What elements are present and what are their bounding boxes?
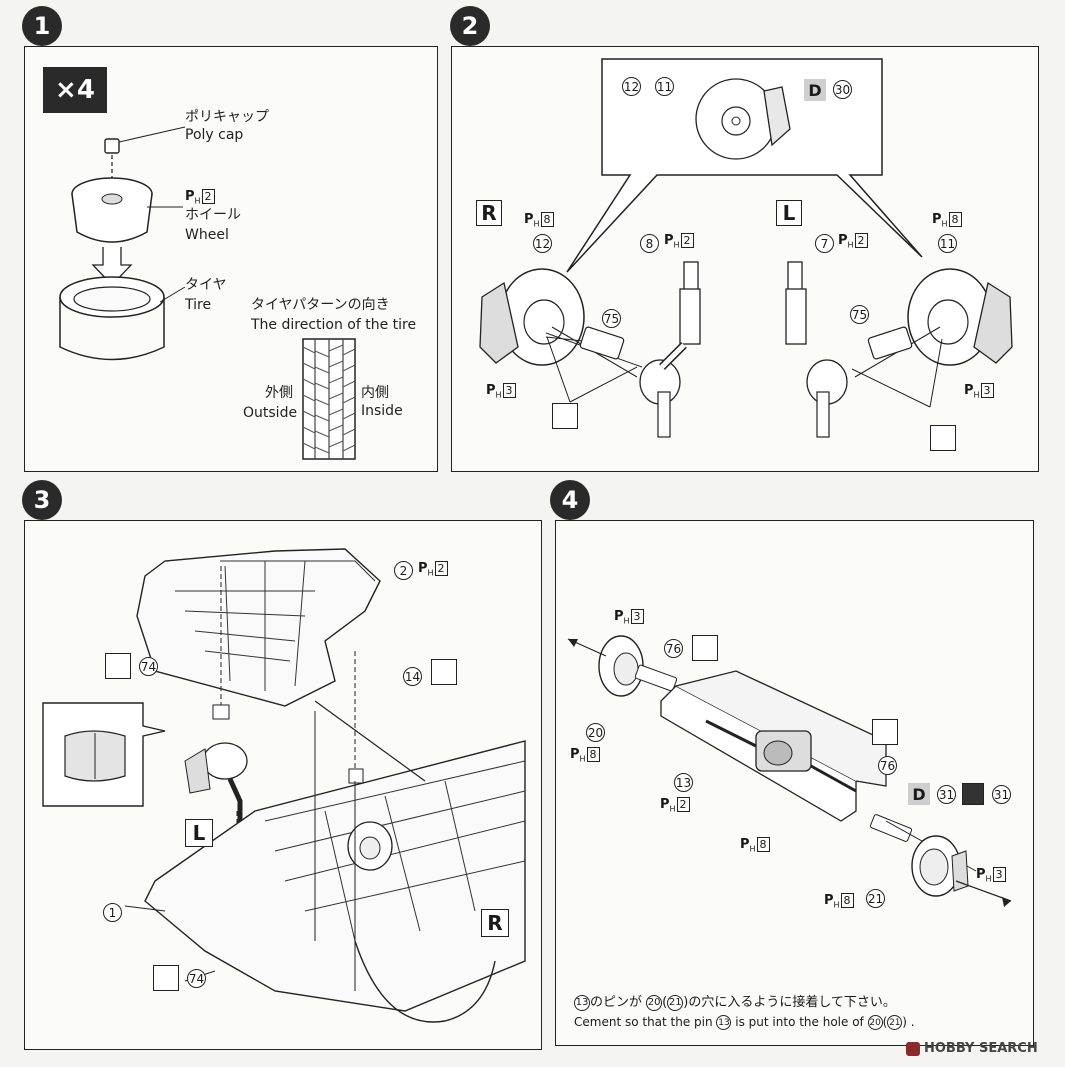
part-74-top: 74: [139, 657, 158, 676]
rear-axle-drawing: [567, 635, 1012, 907]
part-11-detail: 11: [655, 77, 674, 96]
step-3-number: 3: [22, 480, 62, 520]
step-2-number: 2: [450, 6, 490, 46]
step-4-number: 4: [550, 480, 590, 520]
inside-label-en: Inside: [361, 403, 403, 419]
left-side-tag: L: [776, 200, 802, 226]
part-31-alt: 31: [992, 785, 1011, 804]
l-part-75: 75: [850, 305, 869, 324]
l-part-7: 7: [815, 234, 834, 253]
glue-icon: [153, 965, 179, 991]
chassis-assembly-drawing: [42, 548, 526, 1023]
right-side-tag: R: [481, 909, 509, 937]
part-13: 13: [674, 773, 693, 792]
part-1: 1: [103, 903, 122, 922]
l-part-11: 11: [938, 234, 957, 253]
glue-icon: [431, 659, 457, 685]
r-part-75: 75: [602, 309, 621, 328]
r-part-12: 12: [533, 234, 552, 253]
inside-label-jp: 内側: [361, 385, 389, 401]
hobby-search-watermark: HOBBY SEARCH: [906, 1041, 1038, 1056]
outside-label-jp: 外側: [265, 385, 293, 401]
part-76-right: 76: [878, 756, 897, 775]
part-76-top: 76: [664, 639, 683, 658]
part-30: 30: [833, 80, 852, 99]
left-side-tag: L: [185, 819, 213, 847]
parts-tree-d: D: [908, 783, 930, 805]
tire-direction-en: The direction of the tire: [251, 317, 417, 333]
brake-assembly-drawing: [479, 58, 1013, 438]
bowtie-icon: [962, 783, 984, 805]
glue-icon: [105, 653, 131, 679]
glue-icon: [872, 719, 898, 745]
part-12-detail: 12: [622, 77, 641, 96]
instruction-note-en: Cement so that the pin 13 is put into th…: [574, 1015, 915, 1030]
r-part-8: 8: [640, 234, 659, 253]
quantity-badge: ×4: [43, 67, 107, 113]
tire-direction-jp: タイヤパターンの向き: [251, 297, 390, 313]
tire-label-jp: タイヤ: [185, 277, 227, 293]
right-side-tag: R: [476, 200, 502, 226]
wheel-label-en: Wheel: [185, 227, 229, 243]
part-2: 2: [394, 561, 413, 580]
glue-icon: [552, 403, 578, 429]
polycap-label-jp: ポリキャップ: [185, 109, 269, 125]
glue-icon: [930, 425, 956, 451]
parts-tree-d: D: [804, 79, 826, 101]
part-14: 14: [403, 667, 422, 686]
wheel-assembly-drawing: [59, 126, 356, 460]
polycap-label-en: Poly cap: [185, 127, 244, 143]
step-1-number: 1: [22, 6, 62, 46]
wheel-label-jp: ホイール: [185, 207, 241, 223]
logo-icon: [906, 1041, 920, 1056]
tire-label-en: Tire: [185, 297, 212, 313]
outside-label-en: Outside: [243, 405, 298, 421]
part-31: 31: [937, 785, 956, 804]
glue-icon: [692, 635, 718, 661]
part-74-bottom: 74: [187, 969, 206, 988]
part-20: 20: [586, 723, 605, 742]
part-21: 21: [866, 889, 885, 908]
